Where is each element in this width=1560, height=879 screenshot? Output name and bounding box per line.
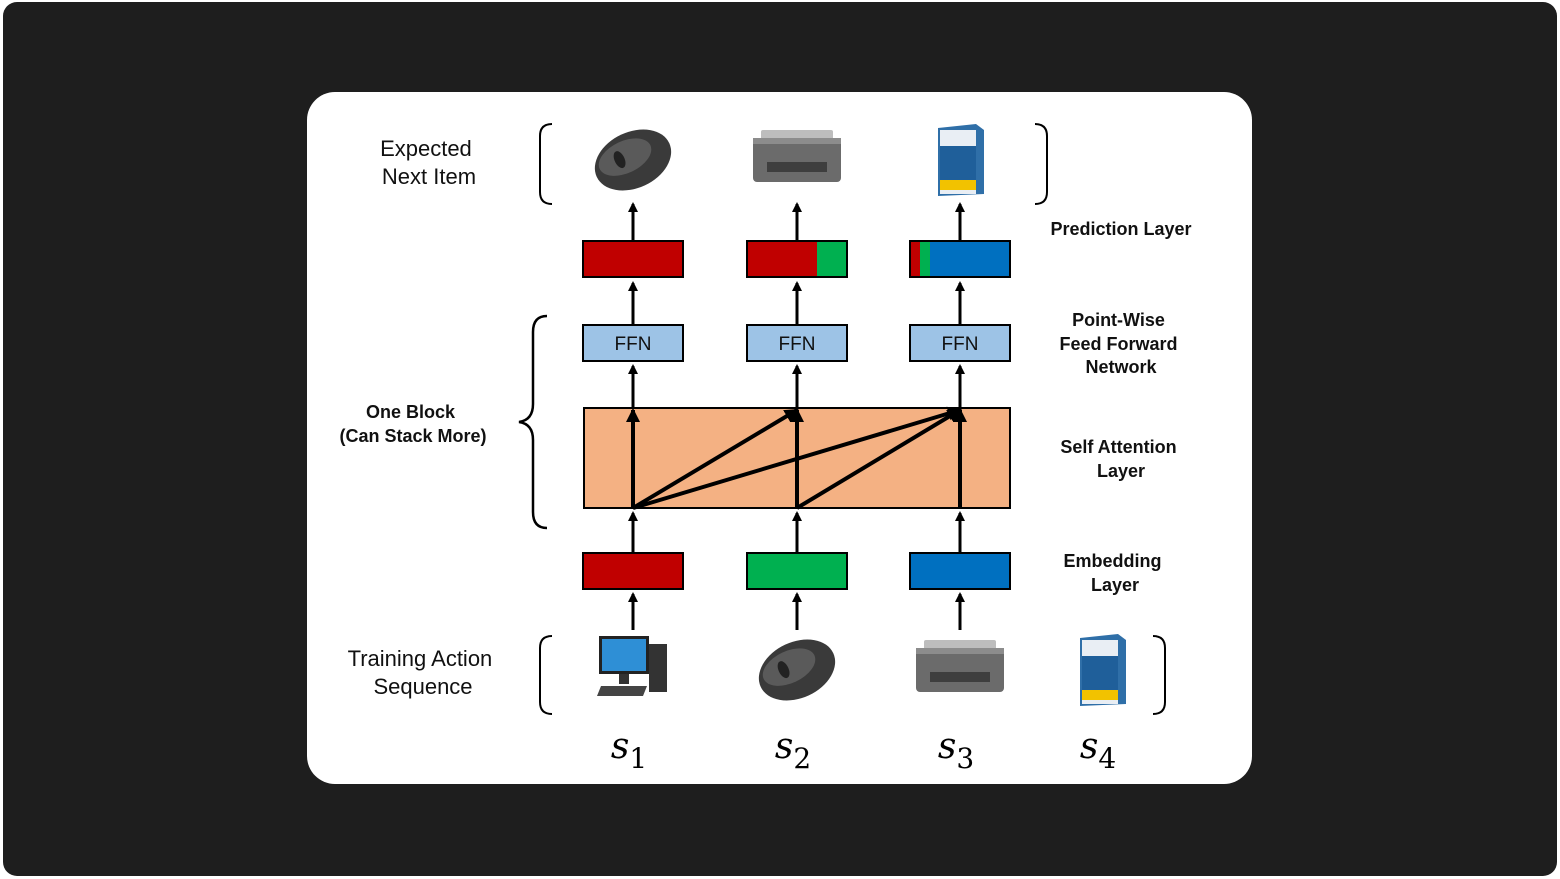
training-item-4 [1080, 634, 1126, 706]
ffn-label-3: FFN [942, 334, 979, 355]
expected-right-bracket [1034, 123, 1048, 205]
attention-arrow-1-to-3 [632, 406, 962, 510]
ffn-label-2: FFN [779, 334, 816, 355]
prediction-box-1 [582, 240, 684, 278]
prediction-box-3 [909, 240, 1011, 278]
expected-left-bracket [539, 123, 553, 205]
sequence-label-2: s2 [775, 726, 811, 775]
point-wise-ffn-label: Point-Wise Feed Forward Network [1059, 310, 1182, 377]
sequence-label-1: s1 [611, 726, 647, 775]
attention-arrows [626, 406, 967, 510]
training-item-3 [916, 640, 1004, 692]
expected-item-1 [594, 129, 672, 191]
attention-arrow-2-to-3 [795, 408, 962, 510]
training-item-2 [758, 639, 836, 701]
prediction-box-2 [746, 240, 848, 278]
ffn-box-2 [746, 324, 848, 362]
self-attention-label: Self Attention Layer [1060, 437, 1181, 481]
sequence-label-3: s3 [938, 726, 974, 775]
sequence-label-4: s4 [1080, 726, 1116, 775]
expected-item-3 [938, 124, 984, 196]
expected-item-2 [753, 130, 841, 182]
training-action-sequence-label: Training Action Sequence [348, 646, 499, 699]
embedding-box-2 [746, 552, 848, 590]
one-block-label: One Block (Can Stack More) [339, 402, 486, 446]
training-right-bracket [1152, 635, 1166, 715]
one-block-brace [518, 314, 548, 530]
embedding-layer-label: Embedding Layer [1063, 551, 1166, 595]
ffn-label-1: FFN [615, 334, 652, 355]
expected-next-item-label: Expected Next Item [380, 136, 478, 189]
embedding-box-3 [909, 552, 1011, 590]
training-left-bracket [539, 635, 553, 715]
training-item-1 [597, 636, 667, 696]
attention-arrow-1-to-2 [631, 408, 799, 510]
prediction-layer-label: Prediction Layer [1050, 219, 1191, 239]
embedding-box-1 [582, 552, 684, 590]
